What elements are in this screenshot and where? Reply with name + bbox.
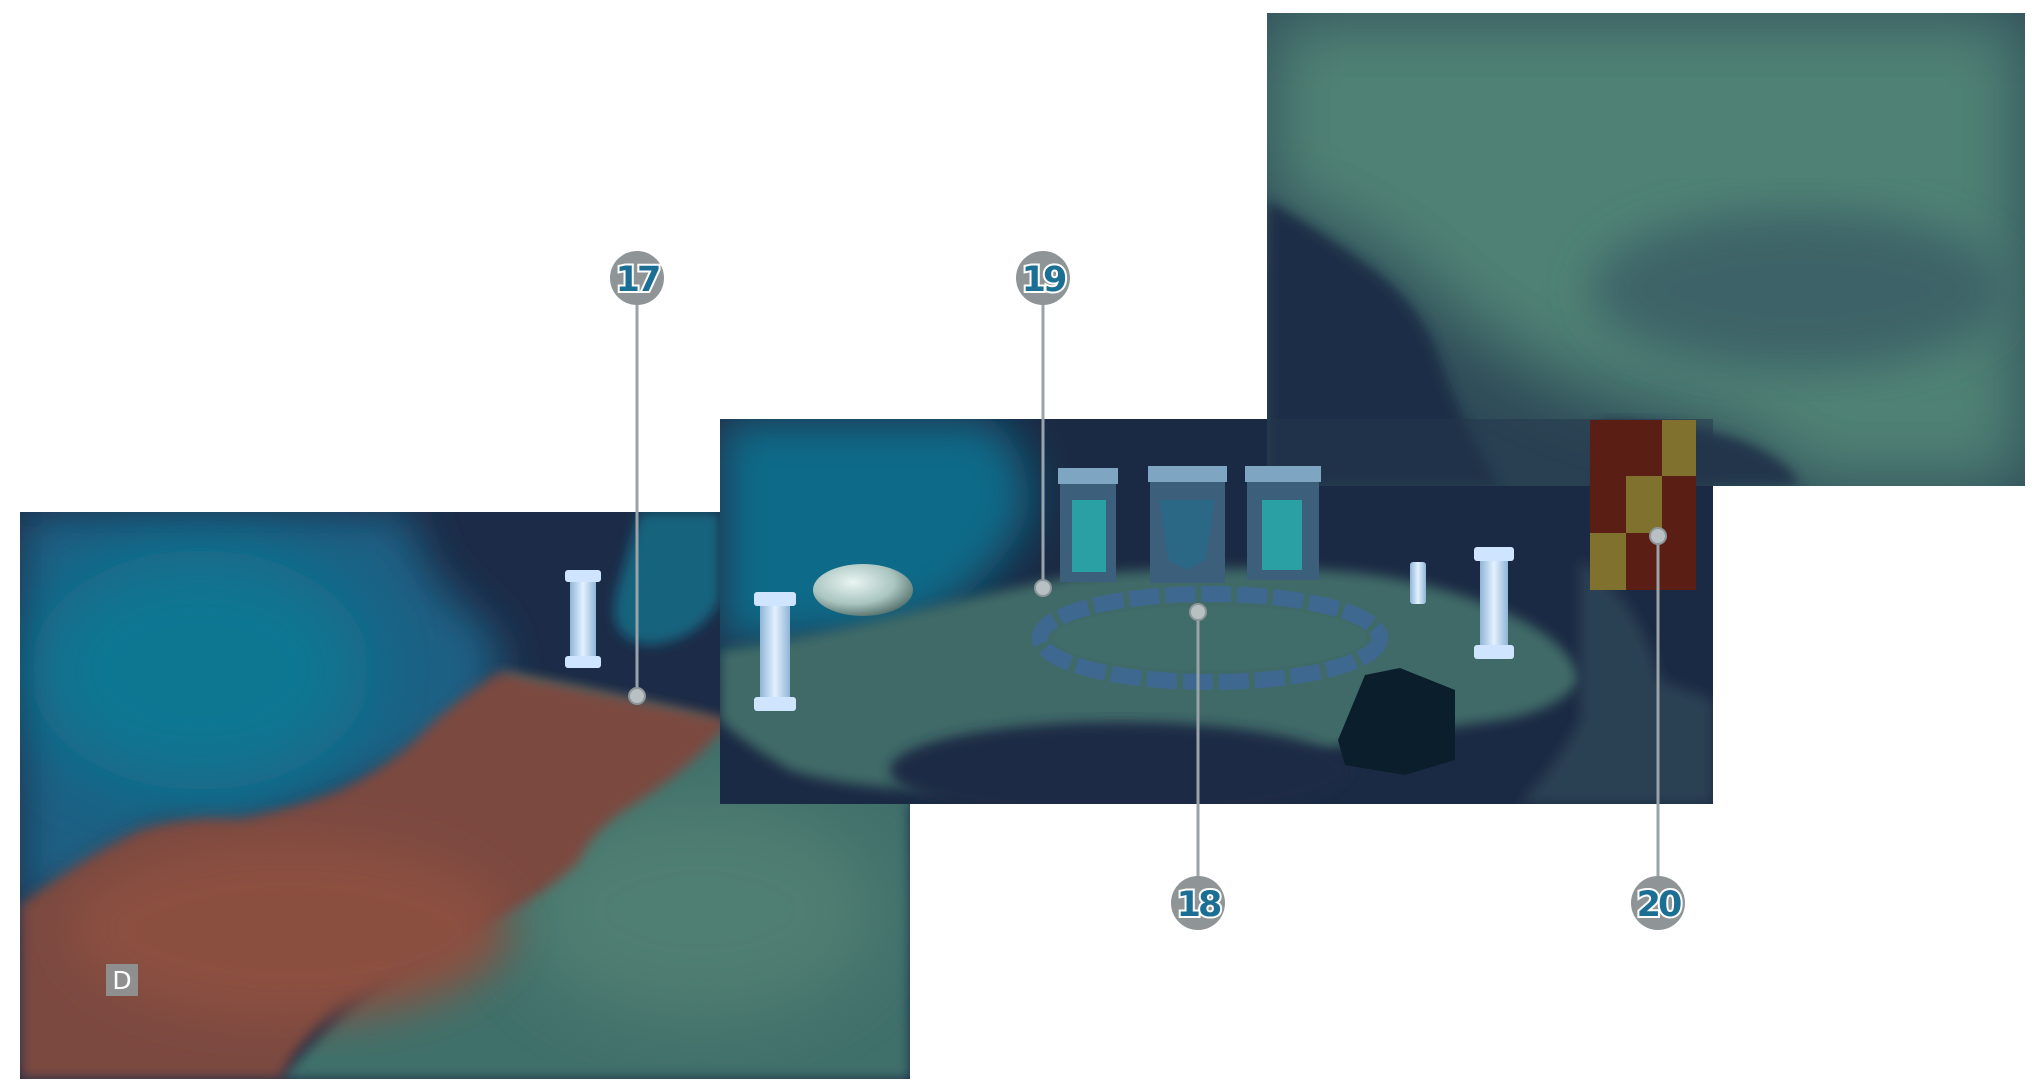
pillar-right: [1474, 547, 1514, 659]
pillar-center-left: [754, 592, 796, 711]
callout-anchor-dot: [1649, 527, 1667, 545]
callout-anchor-dot: [1034, 579, 1052, 597]
stone-circle: [1032, 586, 1388, 690]
callout-number: 20: [1637, 885, 1681, 925]
gate-center: [1148, 466, 1227, 583]
gate-right: [1245, 466, 1321, 580]
callout-badge: [1631, 876, 1685, 930]
dark-rock: [1338, 668, 1455, 775]
callout-badge: [610, 251, 664, 305]
callout-19[interactable]: 19: [1016, 251, 1071, 597]
gate-left: [1058, 468, 1118, 582]
pillar-small: [1410, 562, 1426, 604]
callout-18[interactable]: 18: [1171, 603, 1226, 930]
right-room: [1267, 13, 2025, 486]
callout-anchor-dot: [628, 687, 646, 705]
callout-number: 17: [616, 260, 659, 300]
zone-letter: D: [112, 966, 131, 995]
pillar-left: [565, 570, 601, 668]
callout-17[interactable]: 17: [610, 251, 664, 705]
callout-badge: [1016, 251, 1070, 305]
zone-label: D: [106, 964, 138, 996]
objects: [565, 420, 1696, 775]
callout-anchor-dot: [1189, 603, 1207, 621]
callout-20[interactable]: 20: [1631, 527, 1686, 930]
callout-number: 19: [1022, 260, 1066, 300]
glowing-stone: [813, 564, 913, 616]
callout-number: 18: [1177, 885, 1221, 925]
checkered-banner: [1590, 420, 1696, 590]
callouts: 17 19 18 20: [610, 251, 1686, 930]
callout-badge: [1171, 876, 1225, 930]
